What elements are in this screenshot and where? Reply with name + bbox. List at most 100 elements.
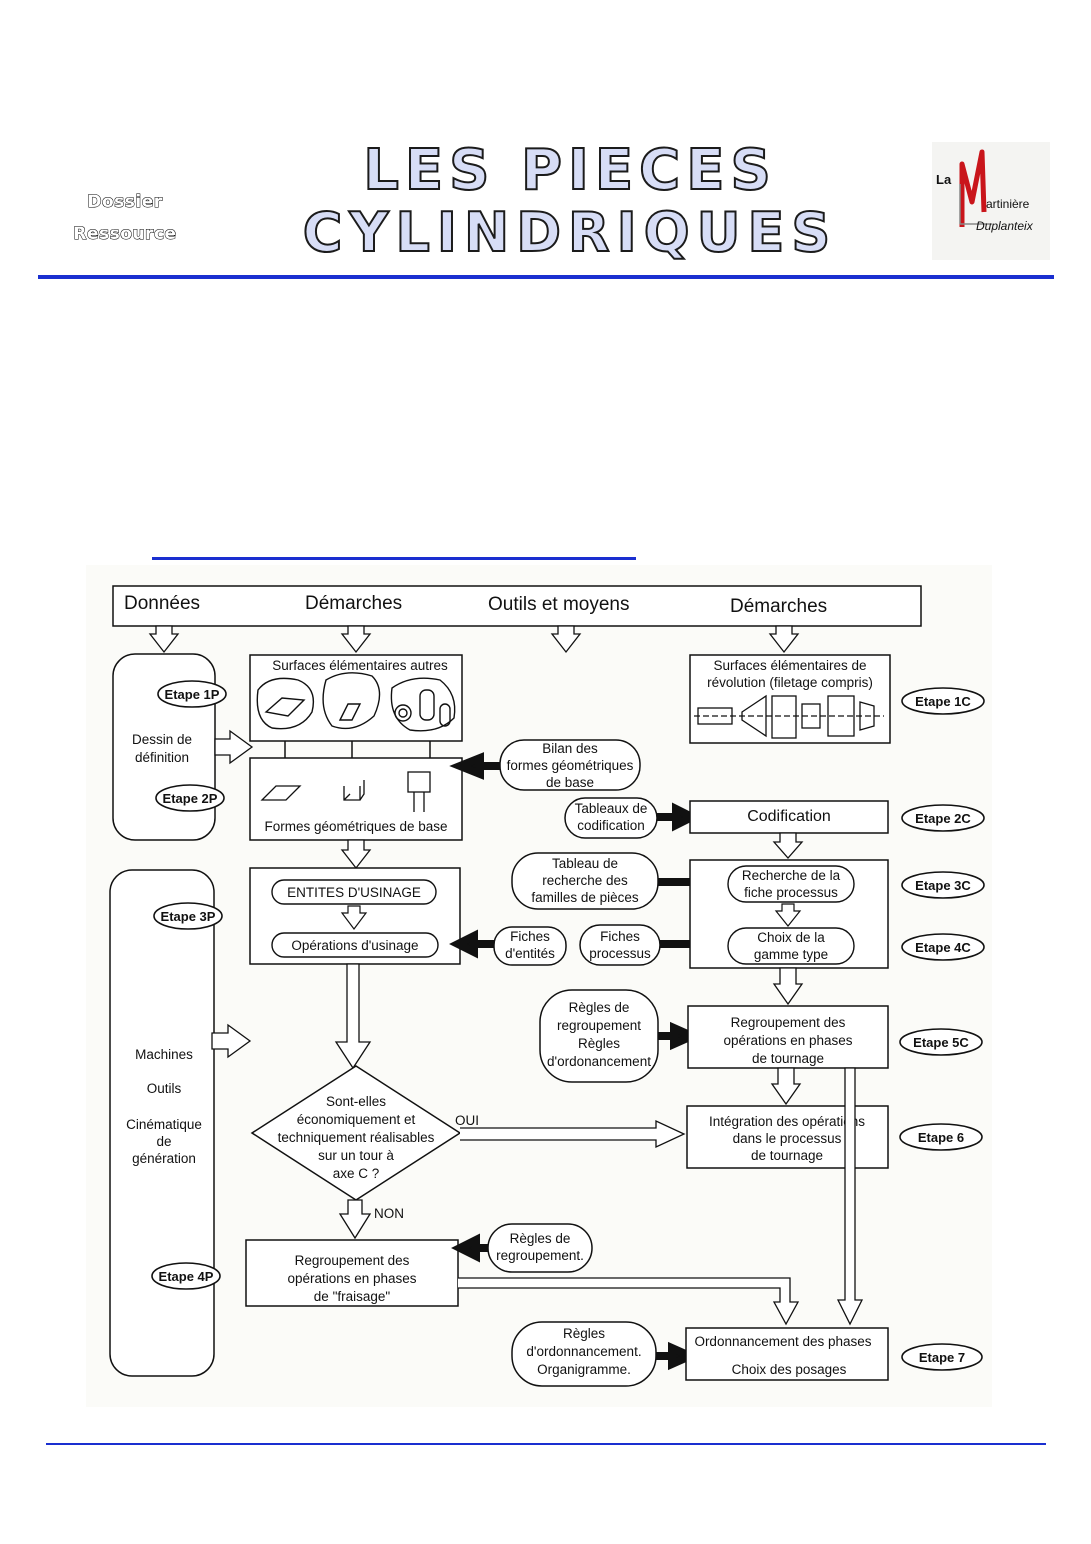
machines-label: Machines [135, 1047, 193, 1062]
bilan-to-formes-arrow [449, 752, 500, 780]
non-arrow [338, 1199, 372, 1240]
side-arrows [211, 729, 254, 1059]
ordonnancement-line-1: Ordonnancement des phases [694, 1334, 871, 1349]
logo-text-la: La [936, 172, 952, 187]
down-arrow [772, 967, 804, 1006]
ressource-word: Ressource [73, 224, 177, 245]
part-sketch-3-boss [419, 689, 435, 721]
bilan-line-2: formes géométriques [507, 758, 634, 773]
tableau-recherche-line-3: familles de pièces [531, 890, 639, 905]
etape-1p-badge [157, 680, 227, 708]
surfaces-revolution-line-1: Surfaces élémentaires de [713, 658, 866, 673]
rev-large-cylinder [771, 695, 797, 739]
regles-to-ordonnancement-arrow [656, 1341, 700, 1371]
dessin-label-2: définition [135, 750, 189, 765]
choix-gamme-pill [727, 927, 855, 965]
regroupement-fraisage-box [245, 1239, 459, 1307]
logo-signature: Duplanteix [976, 219, 1034, 233]
etape-4p-label: Etape 4P [159, 1269, 214, 1284]
operations-to-decision-arrow [334, 963, 372, 1070]
page-title: LES PIECES CYLINDRIQUES [230, 139, 910, 265]
basic-shape-sketches [260, 771, 431, 812]
operations-usinage-pill [271, 932, 439, 958]
col-demarches-right: Démarches [730, 596, 827, 617]
choix-gamme-line-1: Choix de la [757, 930, 825, 945]
down-arrow [770, 1067, 802, 1106]
recherche-fiche-pill [727, 865, 855, 903]
regles-ordonnancement-line-3: Organigramme. [537, 1362, 631, 1377]
generation-label: génération [132, 1151, 196, 1166]
regroupement-tournage-line-1: Regroupement des [731, 1015, 846, 1030]
column-header-band [112, 585, 922, 627]
header-rule [38, 275, 1054, 279]
regles-to-regroupement-arrow [658, 1021, 702, 1051]
codification-box [689, 800, 889, 834]
fiches-processus-line-1: Fiches [600, 929, 640, 944]
codification-label: Codification [747, 808, 831, 825]
tableaux-line-1: Tableaux de [575, 801, 648, 816]
integration-line-2: dans le processus [733, 1131, 842, 1146]
dossier-word: Dossier [87, 192, 163, 213]
tableau-recherche-line-1: Tableau de [552, 856, 618, 871]
fraisage-to-ordonnancement-arrow [458, 1277, 800, 1326]
la-martiniere-logo: La artinière Duplanteix [932, 142, 1050, 260]
etape-4p-badge [151, 1262, 221, 1290]
part-sketch-1-face [264, 697, 306, 717]
regles-line-1: Règles de [569, 1000, 630, 1015]
regroupement-fraisage-line-2: opérations en phases [287, 1271, 416, 1286]
etape-1c-badge [901, 687, 985, 715]
surfaces-revolution-line-2: révolution (filetage compris) [707, 675, 873, 690]
etape-2p-label: Etape 2P [163, 791, 218, 806]
logo-graphic: La artinière Duplanteix [936, 149, 1034, 233]
fiches-processus-line-2: processus [589, 946, 651, 961]
regroupement-tournage-line-2: opérations en phases [723, 1033, 852, 1048]
down-arrow [772, 832, 804, 859]
surfaces-autres-label: Surfaces élémentaires autres [272, 658, 448, 673]
non-label: NON [374, 1206, 404, 1221]
dossier-ressource-label: Dossier Ressource [60, 186, 190, 250]
regles-to-fraisage-arrow [451, 1233, 488, 1263]
recherche-fiche-line-1: Recherche de la [742, 868, 841, 883]
etape-6-label: Etape 6 [918, 1130, 964, 1145]
rev-cylinder [697, 707, 733, 725]
etape-1c-label: Etape 1C [915, 694, 971, 709]
recherche-fiche-line-2: fiche processus [744, 885, 838, 900]
down-arrow [774, 903, 802, 927]
regles-line-2: regroupement [557, 1018, 641, 1033]
rev-groove [801, 703, 821, 729]
entites-usinage-label: ENTITES D'USINAGE [287, 885, 421, 900]
decision-line-1: Sont-elles [326, 1094, 386, 1109]
operations-usinage-label: Opérations d'usinage [291, 938, 418, 953]
decision-line-4: sur un tour à [318, 1148, 394, 1163]
decision-line-3: techniquement réalisables [278, 1130, 435, 1145]
regroupement-fraisage-line-1: Regroupement des [295, 1253, 410, 1268]
bilan-line-3: de base [546, 775, 594, 790]
col-outils-moyens: Outils et moyens [488, 594, 630, 615]
rev-cone [741, 694, 767, 738]
regles-regroupement-line-1: Règles de [510, 1231, 571, 1246]
right-arrow [214, 729, 254, 765]
etape-7-label: Etape 7 [919, 1350, 965, 1365]
part-sketch-3 [390, 677, 456, 732]
regles-line-3: Règles [578, 1036, 620, 1051]
etape-3c-label: Etape 3C [915, 878, 971, 893]
shape-slot [343, 780, 365, 801]
fiches-entites-line-2: d'entités [505, 946, 555, 961]
ordonnancement-line-2: Choix des posages [732, 1362, 847, 1377]
down-arrow [768, 625, 800, 654]
entites-usinage-pill [271, 879, 437, 905]
regles-ordonnancement-line-1: Règles [563, 1326, 605, 1341]
bilan-line-1: Bilan des [542, 741, 598, 756]
etape-7-badge [901, 1343, 983, 1371]
etape-3c-badge [901, 871, 985, 899]
de-label: de [156, 1134, 171, 1149]
tableaux-line-2: codification [577, 818, 645, 833]
prismatic-part-sketches [256, 672, 456, 732]
part-sketch-3-hole [394, 704, 412, 722]
etape-4c-badge [901, 933, 985, 961]
regles-line-4: d'ordonancement [547, 1054, 651, 1069]
etape-3p-label: Etape 3P [161, 909, 216, 924]
decision-line-2: économiquement et [297, 1112, 416, 1127]
dessin-label-1: Dessin de [132, 732, 192, 747]
